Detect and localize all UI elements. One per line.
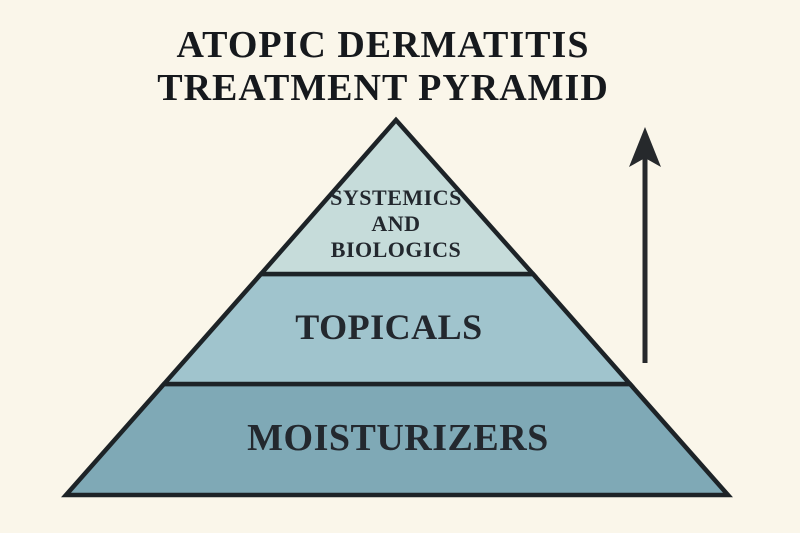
title-line-2: TREATMENT PYRAMID bbox=[157, 67, 609, 109]
tier-systemics-label-line-3: BIOLOGICS bbox=[330, 237, 462, 262]
tier-topicals-label: TOPICALS bbox=[295, 307, 483, 347]
tier-systemics-label-line-2: AND bbox=[371, 211, 421, 236]
title-line-1: ATOPIC DERMATITIS bbox=[176, 24, 590, 66]
tier-moisturizers-label: MOISTURIZERS bbox=[247, 417, 549, 459]
tier-systemics-shape bbox=[256, 116, 539, 277]
tier-systemics-label-line-1: SYSTEMICS bbox=[330, 185, 462, 210]
tier-systemics-label: SYSTEMICS AND BIOLOGICS bbox=[236, 185, 556, 263]
diagram-title: ATOPIC DERMATITIS TREATMENT PYRAMID bbox=[0, 24, 766, 110]
up-arrow-head-icon bbox=[629, 127, 661, 167]
